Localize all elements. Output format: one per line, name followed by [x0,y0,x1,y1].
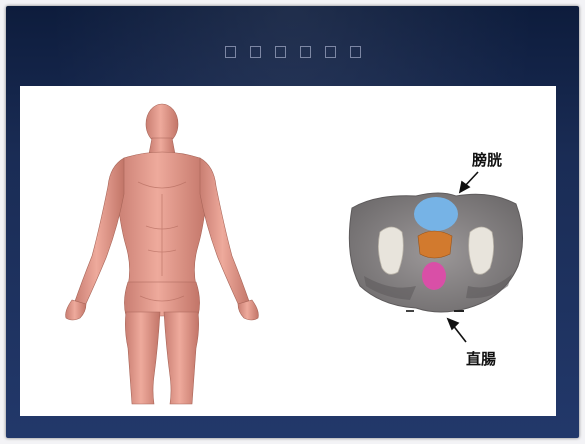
body-left-leg [125,312,160,404]
rectum-arrow [448,319,466,342]
body-right-hand [238,300,258,320]
right-pelvic-bone [469,227,494,274]
title-glyph [225,46,236,58]
prostate-organ [418,231,452,258]
content-panel: 膀胱 直腸 [20,86,556,416]
rectum-organ [422,262,446,290]
bladder-arrow [460,172,478,192]
body-left-arm [74,158,124,308]
title-glyph [250,46,261,58]
body-right-arm [200,158,250,308]
body-right-leg [164,312,199,404]
body-left-hand [66,300,86,320]
title-glyph [350,46,361,58]
body-neck [149,138,175,154]
slide-title [6,46,579,66]
rectum-label: 直腸 [466,348,496,369]
left-pelvic-bone [378,227,403,274]
title-glyph [300,46,311,58]
title-glyph [325,46,336,58]
bladder-organ [414,197,458,231]
pelvis-cross-section [349,193,522,312]
bladder-label: 膀胱 [472,149,502,170]
body-hips [124,282,199,316]
title-glyph [275,46,286,58]
